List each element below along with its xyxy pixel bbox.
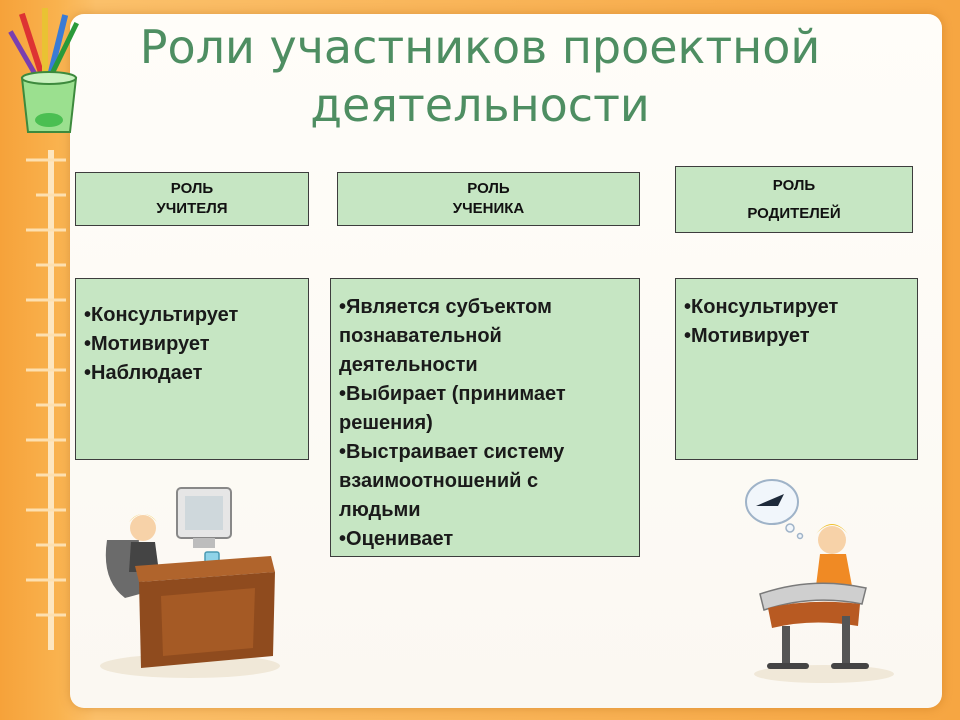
teacher-at-computer-icon	[100, 487, 280, 678]
title-line-2: деятельности	[310, 78, 650, 132]
student-duty-item: Выстраивает систему взаимоотношений с лю…	[339, 438, 621, 525]
student-at-desk-icon	[745, 479, 894, 683]
parent-role-header: РОЛЬ РОДИТЕЛЕЙ	[675, 166, 913, 233]
student-role-header: РОЛЬ УЧЕНИКА	[337, 172, 640, 226]
parent-duty-item: Консультирует	[684, 293, 909, 322]
teacher-role-box: Консультирует Мотивирует Наблюдает	[75, 278, 309, 460]
teacher-duty-item: Консультирует	[84, 301, 300, 330]
teacher-header-line-2: УЧИТЕЛЯ	[156, 200, 228, 217]
teacher-duty-item: Наблюдает	[84, 359, 300, 388]
student-role-box: Является субъектом познавательной деятел…	[330, 278, 640, 557]
teacher-duty-item: Мотивирует	[84, 330, 300, 359]
teacher-role-header: РОЛЬ УЧИТЕЛЯ	[75, 172, 309, 226]
parent-header-line-2: РОДИТЕЛЕЙ	[747, 204, 841, 222]
parent-role-box: Консультирует Мотивирует	[675, 278, 918, 460]
teacher-header-line-1: РОЛЬ	[170, 180, 214, 197]
slide-title: Роли участников проектной деятельности	[60, 18, 900, 134]
parent-header-line-1: РОЛЬ	[772, 176, 816, 194]
parent-duty-item: Мотивирует	[684, 322, 909, 351]
ruler-icon	[26, 150, 66, 650]
pencil-cup-icon	[8, 8, 79, 133]
student-header-line-1: РОЛЬ	[467, 180, 510, 197]
title-line-1: Роли участников проектной	[139, 20, 821, 74]
student-duty-item: Оценивает	[339, 525, 621, 554]
student-duty-item: Выбирает (принимает решения)	[339, 380, 621, 438]
student-duty-item: Является субъектом познавательной деятел…	[339, 293, 621, 380]
student-header-line-2: УЧЕНИКА	[452, 200, 525, 217]
